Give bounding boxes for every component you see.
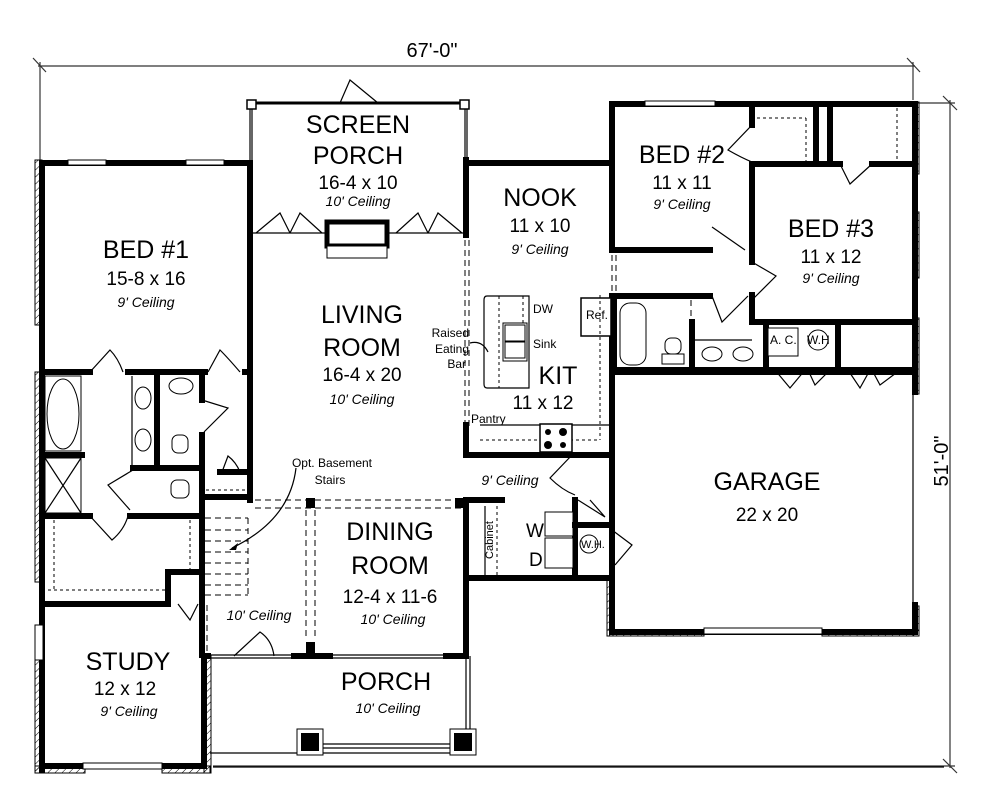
bed2-ceiling: 9' Ceiling [653, 196, 710, 212]
garage-name: GARAGE [714, 468, 821, 496]
living-name-2: ROOM [323, 334, 401, 362]
basement-stairs-label-2: Stairs [315, 473, 346, 487]
depth-label: 51'-0" [931, 436, 953, 487]
dryer-label: D [529, 550, 543, 571]
living-ceiling: 10' Ceiling [330, 391, 395, 407]
dining-size: 12-4 x 11-6 [343, 587, 438, 608]
room-screen-porch: SCREEN PORCH 16-4 x 10 10' Ceiling [306, 111, 410, 209]
washer-label: W [526, 521, 544, 542]
garage-size: 22 x 20 [736, 505, 798, 526]
room-kitchen: KIT 11 x 12 [513, 362, 578, 414]
area-foyer: 10' Ceiling [227, 607, 292, 623]
bed3-name: BED #3 [788, 215, 874, 243]
screen-porch-ceiling: 10' Ceiling [326, 193, 391, 209]
water-heater-label: W.H [807, 333, 830, 347]
nook-ceiling: 9' Ceiling [511, 241, 568, 257]
bed2-name: BED #2 [639, 141, 725, 169]
room-bed2: BED #2 11 x 11 9' Ceiling [639, 141, 725, 212]
dining-name-2: ROOM [351, 552, 429, 580]
bed3-ceiling: 9' Ceiling [802, 270, 859, 286]
bed1-ceiling: 9' Ceiling [117, 294, 174, 310]
laundry-ceiling: 9' Ceiling [481, 472, 538, 488]
room-bed3: BED #3 11 x 12 9' Ceiling [788, 215, 874, 286]
cabinet-label: Cabinet [484, 521, 496, 559]
study-name: STUDY [86, 648, 171, 676]
dimension-depth: 51'-0" [213, 95, 958, 774]
bed2-size: 11 x 11 [652, 173, 712, 194]
dining-ceiling: 10' Ceiling [361, 611, 426, 627]
porch-name: PORCH [341, 668, 431, 696]
walls [34, 79, 944, 773]
nook-size: 11 x 10 [510, 216, 571, 237]
bed3-size: 11 x 12 [801, 247, 862, 268]
bed1-name: BED #1 [103, 236, 189, 264]
screen-porch-name-1: SCREEN [306, 111, 410, 139]
room-dining: DINING ROOM 12-4 x 11-6 10' Ceiling [343, 518, 438, 627]
room-study: STUDY 12 x 12 9' Ceiling [86, 648, 171, 719]
sink-label: Sink [533, 337, 557, 351]
room-living: LIVING ROOM 16-4 x 20 10' Ceiling [321, 301, 403, 407]
laundry-water-heater-label: W.H. [581, 539, 605, 551]
room-garage: GARAGE 22 x 20 [714, 468, 821, 526]
dining-name-1: DINING [346, 518, 434, 546]
study-size: 12 x 12 [94, 679, 156, 700]
kitchen-size: 11 x 12 [513, 393, 574, 414]
dimension-width: 67'-0" [32, 40, 921, 160]
dishwasher-label: DW [533, 302, 554, 316]
basement-stairs-label-1: Opt. Basement [292, 456, 373, 470]
living-name-1: LIVING [321, 301, 403, 329]
living-size: 16-4 x 20 [322, 365, 401, 386]
room-nook: NOOK 11 x 10 9' Ceiling [503, 184, 577, 257]
nook-name: NOOK [503, 184, 577, 212]
porch-ceiling: 10' Ceiling [356, 700, 421, 716]
room-bed1: BED #1 15-8 x 16 9' Ceiling [103, 236, 189, 310]
width-label: 67'-0" [407, 40, 458, 62]
room-porch: PORCH 10' Ceiling [341, 668, 431, 716]
raised-bar-label-1: Raised [432, 326, 469, 340]
area-laundry: 9' Ceiling [481, 472, 538, 488]
refrigerator-label: Ref. [586, 308, 608, 322]
raised-bar-label-3: Bar [447, 357, 466, 371]
raised-bar-label-2: Eating [435, 342, 469, 356]
annotations: DW Sink Ref. Pantry Raised Eating Bar Op… [292, 302, 830, 571]
screen-porch-size: 16-4 x 10 [318, 173, 397, 194]
pantry-label: Pantry [471, 412, 506, 426]
kitchen-name: KIT [539, 362, 578, 390]
screen-porch-name-2: PORCH [313, 142, 403, 170]
ac-label: A. C. [770, 333, 797, 347]
study-ceiling: 9' Ceiling [100, 703, 157, 719]
foyer-ceiling: 10' Ceiling [227, 607, 292, 623]
bed1-size: 15-8 x 16 [106, 269, 185, 290]
